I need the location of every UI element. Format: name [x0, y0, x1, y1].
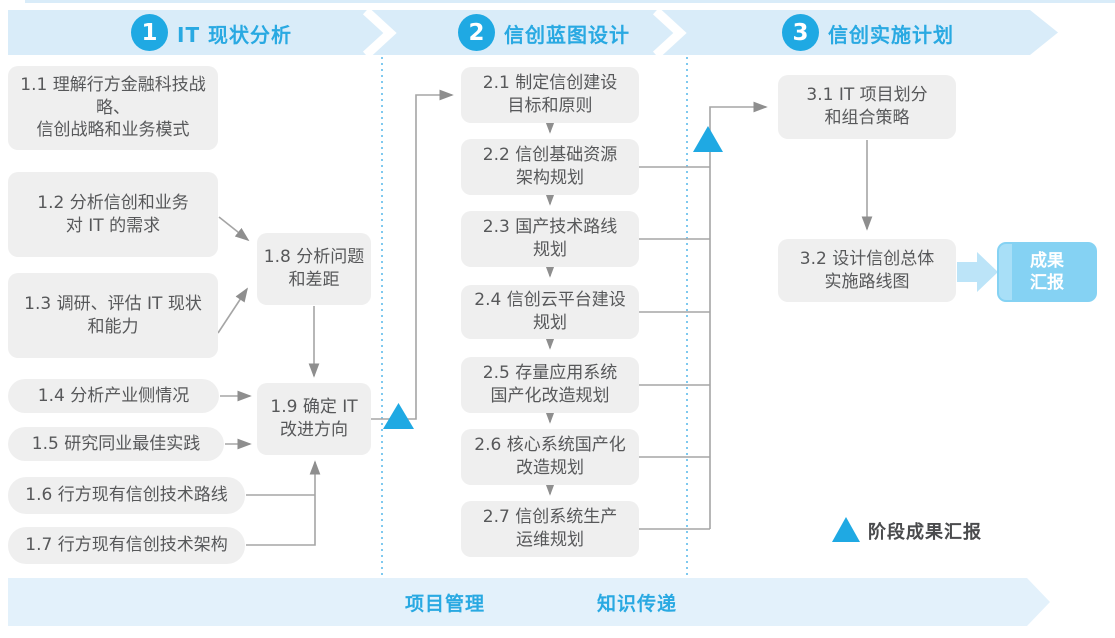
node-2-4: 2.4 信创云平台建设 规划 — [461, 285, 639, 339]
result-box: 成果 汇报 — [997, 242, 1097, 302]
phase-3-number: 3 — [782, 14, 819, 51]
node-3-1: 3.1 IT 项目划分 和组合策略 — [778, 75, 956, 139]
node-2-2: 2.2 信创基础资源 架构规划 — [461, 139, 639, 195]
legend-milestone-label: 阶段成果汇报 — [868, 522, 982, 543]
node-1-5: 1.5 研究同业最佳实践 — [8, 427, 224, 461]
legend-triangle-icon — [832, 517, 860, 542]
node-1-2: 1.2 分析信创和业务 对 IT 的需求 — [8, 172, 218, 257]
top-strip — [25, 0, 1115, 3]
footer-label-knowledge-transfer: 知识传递 — [596, 593, 677, 615]
result-box-accent-strip — [999, 244, 1012, 300]
node-1-1: 1.1 理解行方金融科技战略、 信创战略和业务模式 — [8, 66, 218, 150]
chevron-separator-icon — [652, 7, 687, 59]
node-1-6: 1.6 行方现有信创技术路线 — [8, 477, 245, 514]
node-2-1: 2.1 制定信创建设 目标和原则 — [461, 67, 639, 123]
footer-band — [8, 578, 1050, 626]
result-box-label: 成果 汇报 — [1030, 250, 1064, 293]
node-1-3: 1.3 调研、评估 IT 现状 和能力 — [8, 273, 218, 358]
node-1-9: 1.9 确定 IT 改进方向 — [257, 383, 371, 455]
phase-2-title: 信创蓝图设计 — [504, 23, 630, 47]
phase-2-number: 2 — [458, 14, 495, 51]
node-2-5: 2.5 存量应用系统 国产化改造规划 — [461, 357, 639, 413]
phase-1-number: 1 — [131, 14, 168, 51]
result-arrow-icon — [957, 252, 998, 292]
node-3-2: 3.2 设计信创总体 实施路线图 — [778, 239, 956, 302]
node-2-3: 2.3 国产技术路线 规划 — [461, 211, 639, 267]
chevron-separator-icon — [362, 7, 397, 59]
node-1-8: 1.8 分析问题 和差距 — [257, 233, 371, 305]
node-1-7: 1.7 行方现有信创技术架构 — [8, 527, 245, 564]
node-1-4: 1.4 分析产业侧情况 — [8, 379, 219, 413]
milestone-triangle-icon — [693, 126, 723, 152]
footer-label-project-management: 项目管理 — [404, 593, 485, 615]
node-2-7: 2.7 信创系统生产 运维规划 — [461, 501, 639, 557]
node-2-6: 2.6 核心系统国产化 改造规划 — [461, 429, 639, 485]
milestone-triangle-icon — [383, 403, 414, 429]
phase-3-title: 信创实施计划 — [828, 23, 954, 47]
phase-1-title: IT 现状分析 — [177, 23, 293, 47]
